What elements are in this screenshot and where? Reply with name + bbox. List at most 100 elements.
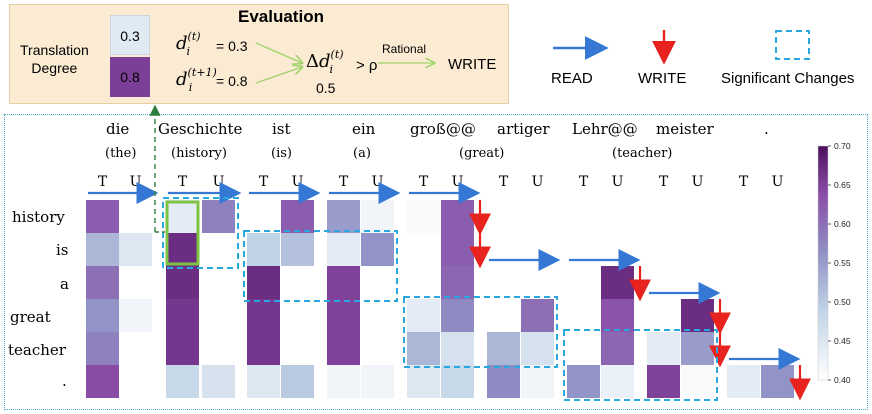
heatmap-cell — [166, 200, 199, 233]
heatmap-cell — [407, 266, 440, 299]
heatmap-cell — [119, 299, 152, 332]
source-gloss: (a) — [353, 146, 371, 161]
heatmap-cell — [761, 365, 794, 398]
colorbar-ticks: 0.700.650.600.550.500.450.40 — [828, 141, 851, 385]
heatmap-cell — [601, 332, 634, 365]
main-panel — [4, 114, 868, 410]
source-word: Lehr@@ — [572, 120, 638, 138]
heatmap-cell — [86, 299, 119, 332]
column-label-t: T — [339, 174, 349, 190]
d-t1-symbol: d(t+1)i — [176, 66, 217, 94]
heatmap-cell — [327, 365, 360, 398]
column-label-u: U — [532, 174, 544, 190]
heatmap-cell — [202, 299, 235, 332]
source-word: ein — [352, 120, 376, 138]
heatmap-cell — [681, 233, 714, 266]
heatmap-cell — [166, 266, 199, 299]
heatmap-cell — [761, 233, 794, 266]
highlight-box — [165, 200, 200, 266]
significant-change-box — [563, 329, 718, 401]
heatmap-cell — [567, 266, 600, 299]
legend-read-label: READ — [551, 70, 593, 87]
heatmap-cell — [681, 200, 714, 233]
column-label-t: T — [659, 174, 669, 190]
column-label-u: U — [772, 174, 784, 190]
target-word: history — [12, 208, 65, 226]
target-word: teacher — [8, 341, 66, 359]
column-label-u: U — [452, 174, 464, 190]
heatmap-cell — [407, 233, 440, 266]
heatmap-cell — [727, 365, 760, 398]
heatmap-cell — [281, 299, 314, 332]
heatmap-cell — [247, 200, 280, 233]
degree-value-bottom: 0.8 — [110, 57, 150, 97]
heatmap-cell — [647, 332, 680, 365]
colorbar-tick-label: 0.70 — [834, 141, 851, 151]
heatmap-cell — [166, 365, 199, 398]
heatmap-cell — [407, 200, 440, 233]
heatmap-cell — [202, 332, 235, 365]
change-boxes — [162, 197, 718, 401]
column-label-t: T — [739, 174, 749, 190]
column-label-u: U — [372, 174, 384, 190]
column-label-t: T — [419, 174, 429, 190]
heatmap-cell — [761, 266, 794, 299]
heatmap-cell — [441, 233, 474, 266]
heatmap-cell — [681, 365, 714, 398]
heatmap-cell — [86, 233, 119, 266]
legend-write-label: WRITE — [638, 70, 687, 87]
heatmap-cell — [567, 332, 600, 365]
d-t-value: = 0.3 — [216, 38, 248, 54]
heatmap-cell — [441, 332, 474, 365]
heatmap-cell — [281, 200, 314, 233]
heatmap-cell — [487, 200, 520, 233]
column-label-t: T — [178, 174, 188, 190]
significant-change-box — [403, 296, 558, 368]
heatmap-cell — [441, 299, 474, 332]
degree-value-top: 0.3 — [110, 15, 150, 55]
column-label-t: T — [499, 174, 509, 190]
heatmap-cell — [441, 365, 474, 398]
d-t-symbol: d(t)i — [176, 30, 201, 58]
heatmap-cell — [681, 299, 714, 332]
colorbar — [817, 145, 829, 381]
heatmap-cell — [647, 365, 680, 398]
heatmap-cell — [761, 200, 794, 233]
source-word: artiger — [497, 120, 550, 138]
heatmap-cell — [281, 365, 314, 398]
heatmap-cell — [601, 266, 634, 299]
heatmap-cell — [567, 299, 600, 332]
colorbar-tick-label: 0.45 — [834, 336, 851, 346]
column-label-t: T — [579, 174, 589, 190]
heatmap-cell — [119, 365, 152, 398]
heatmap-cell — [487, 266, 520, 299]
heatmap-cell — [166, 233, 199, 266]
merged-gloss-great: (great) — [459, 146, 505, 161]
source-word: Geschichte — [158, 120, 243, 138]
heatmap-cell — [601, 200, 634, 233]
heatmap-cell — [727, 266, 760, 299]
column-label-t: T — [98, 174, 108, 190]
heatmap-cell — [86, 365, 119, 398]
heatmap-cell — [521, 332, 554, 365]
column-label-u: U — [612, 174, 624, 190]
heatmap-cell — [327, 299, 360, 332]
heatmap-cell — [119, 200, 152, 233]
heatmap-cell — [166, 299, 199, 332]
colorbar-tick-label: 0.60 — [834, 219, 851, 229]
heatmap-cell — [441, 266, 474, 299]
heatmap-cell — [119, 332, 152, 365]
heatmap-cell — [601, 299, 634, 332]
evaluation-arrows — [255, 42, 510, 84]
heatmap-cell — [361, 299, 394, 332]
evaluation-title: Evaluation — [238, 7, 324, 26]
heatmap-cell — [327, 266, 360, 299]
heatmap-cell — [361, 200, 394, 233]
heatmap-cell — [361, 365, 394, 398]
source-word: . — [764, 120, 769, 138]
column-label-u: U — [692, 174, 704, 190]
